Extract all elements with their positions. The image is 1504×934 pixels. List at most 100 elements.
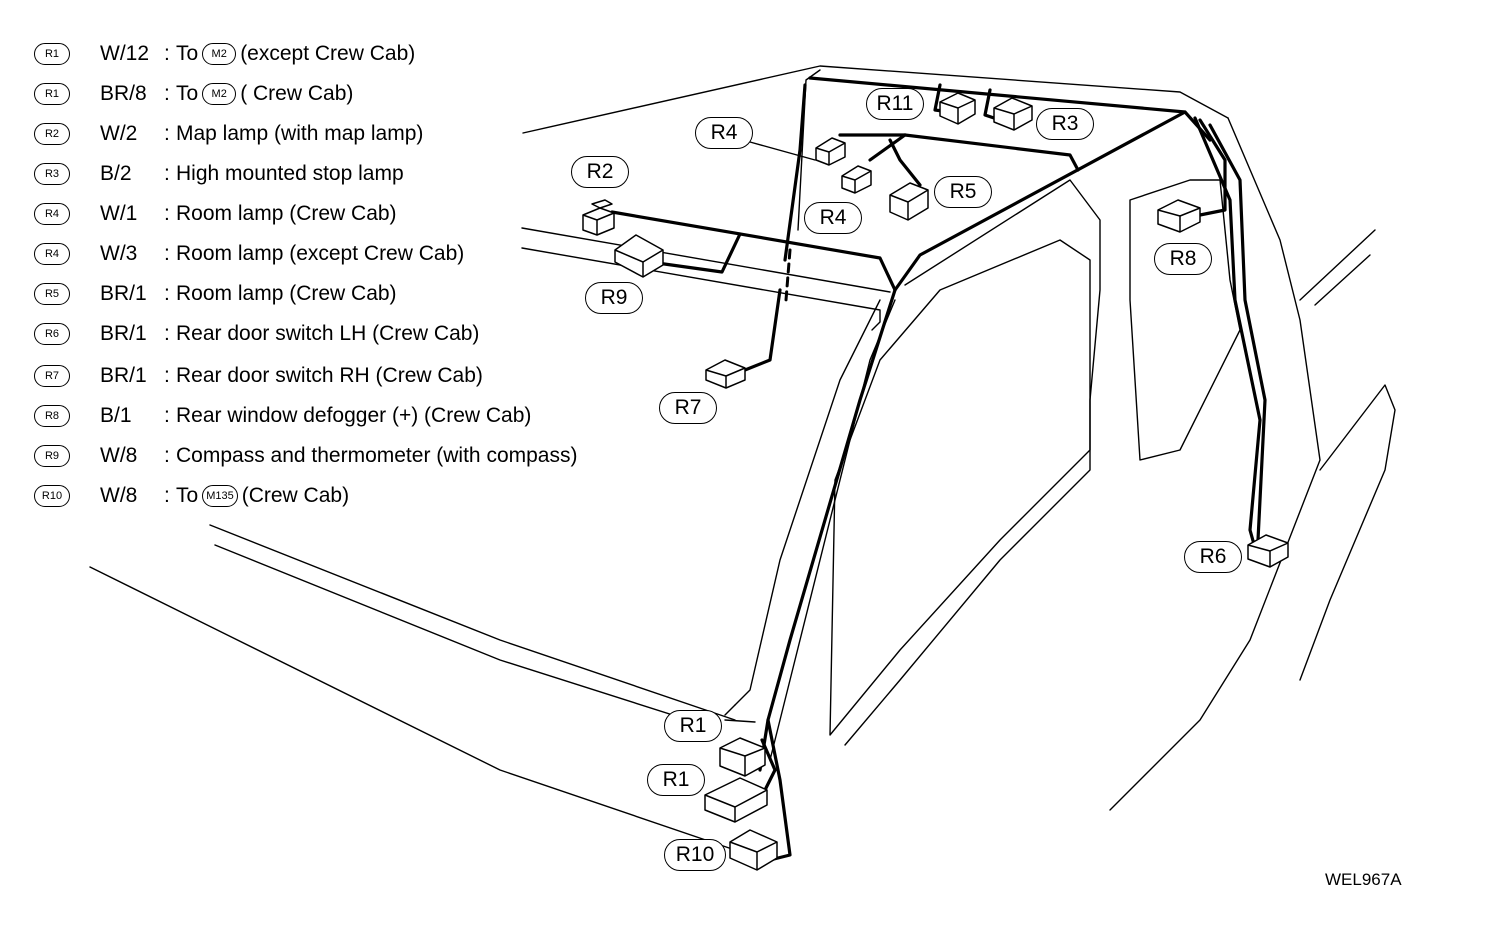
hood-line-2 bbox=[209, 524, 736, 721]
callout-r9: R9 bbox=[585, 282, 643, 314]
connector-description: Map lamp (with map lamp) bbox=[176, 122, 423, 146]
description-suffix: ( Crew Cab) bbox=[240, 82, 354, 105]
reference-connector-badge: M135 bbox=[202, 485, 238, 507]
connector-r3 bbox=[993, 97, 1033, 131]
reference-connector-badge: M2 bbox=[202, 43, 237, 65]
hood-line-1 bbox=[89, 566, 736, 851]
wire-code: B/1 bbox=[100, 404, 132, 427]
separator: : bbox=[164, 162, 170, 185]
description-text: To bbox=[176, 82, 199, 105]
connector-badge: R1 bbox=[34, 83, 70, 105]
wire-code: B/2 bbox=[100, 162, 132, 185]
a-pillar-outer bbox=[734, 299, 881, 706]
description-suffix: (Crew Cab) bbox=[241, 484, 350, 507]
wire-code: W/2 bbox=[100, 122, 138, 145]
description-text: Room lamp (Crew Cab) bbox=[176, 202, 397, 225]
harness-r9-branch bbox=[648, 232, 742, 274]
harness-cross bbox=[893, 110, 1187, 292]
connector-r9 bbox=[614, 234, 664, 278]
bed-side bbox=[1299, 384, 1396, 681]
harness-front-header bbox=[610, 210, 897, 292]
connector-r7 bbox=[705, 359, 746, 389]
description-text: Rear door switch RH (Crew Cab) bbox=[176, 364, 483, 387]
connector-r1b bbox=[704, 777, 768, 823]
separator: : bbox=[164, 282, 170, 305]
connector-description: High mounted stop lamp bbox=[176, 162, 404, 186]
separator: : bbox=[164, 122, 170, 145]
legend-row: R5 BR/1: Room lamp (Crew Cab) bbox=[34, 276, 397, 312]
connector-r5 bbox=[889, 182, 929, 221]
connector-badge: R5 bbox=[34, 283, 70, 305]
callout-r7: R7 bbox=[659, 392, 717, 424]
harness-r7-branch bbox=[738, 288, 782, 374]
connector-badge: R9 bbox=[34, 445, 70, 467]
callout-r4-top: R4 bbox=[695, 117, 753, 149]
r1-leader bbox=[724, 719, 756, 723]
callout-r1-upper: R1 bbox=[664, 710, 722, 742]
callout-r5: R5 bbox=[934, 176, 992, 208]
harness-lower-a bbox=[766, 718, 792, 862]
callout-r3: R3 bbox=[1036, 108, 1094, 140]
connector-r11 bbox=[939, 92, 976, 125]
wire-code: BR/8 bbox=[100, 82, 147, 105]
wire-code: W/1 bbox=[100, 202, 138, 225]
legend-row: R3 B/2: High mounted stop lamp bbox=[34, 156, 404, 192]
callout-r6: R6 bbox=[1184, 541, 1242, 573]
callout-r11: R11 bbox=[866, 88, 924, 120]
separator: : bbox=[164, 404, 170, 427]
harness-r4b-branch bbox=[868, 133, 907, 162]
harness-r4-loop bbox=[838, 133, 1080, 172]
connector-description: Compass and thermometer (with compass) bbox=[176, 444, 577, 468]
legend-row: R8 B/1: Rear window defogger (+) (Crew Cab… bbox=[34, 398, 531, 434]
connector-badge: R6 bbox=[34, 323, 70, 345]
connector-badge: R2 bbox=[34, 123, 70, 145]
connector-description: Rear window defogger (+) (Crew Cab) bbox=[176, 404, 531, 428]
callout-r8: R8 bbox=[1154, 243, 1212, 275]
connector-r2 bbox=[582, 199, 615, 236]
wire-code: BR/1 bbox=[100, 364, 147, 387]
windshield-top bbox=[521, 227, 891, 293]
connector-description: Room lamp (Crew Cab) bbox=[176, 202, 397, 226]
connector-description: Room lamp (Crew Cab) bbox=[176, 282, 397, 306]
connector-badge: R10 bbox=[34, 485, 70, 507]
description-text: High mounted stop lamp bbox=[176, 162, 404, 185]
connector-description: Room lamp (except Crew Cab) bbox=[176, 242, 464, 266]
door-window bbox=[829, 239, 1091, 736]
bed-line-2 bbox=[1314, 254, 1371, 306]
description-text: Room lamp (except Crew Cab) bbox=[176, 242, 465, 265]
connector-badge: R4 bbox=[34, 243, 70, 265]
callout-r10: R10 bbox=[664, 839, 726, 871]
separator: : bbox=[164, 484, 170, 507]
reference-connector-badge: M2 bbox=[202, 83, 237, 105]
connector-badge: R4 bbox=[34, 203, 70, 225]
description-text: Map lamp (with map lamp) bbox=[176, 122, 424, 145]
connector-description: Rear door switch LH (Crew Cab) bbox=[176, 322, 479, 346]
legend-row: R2 W/2: Map lamp (with map lamp) bbox=[34, 116, 423, 152]
description-text: To bbox=[176, 42, 199, 65]
rear-pillar bbox=[1109, 117, 1321, 811]
separator: : bbox=[164, 202, 170, 225]
connector-description: Rear door switch RH (Crew Cab) bbox=[176, 364, 483, 388]
harness-roof-side bbox=[783, 83, 807, 262]
figure-code: WEL967A bbox=[1325, 870, 1402, 889]
legend-row: R4 W/1: Room lamp (Crew Cab) bbox=[34, 196, 397, 232]
description-text: Room lamp (Crew Cab) bbox=[176, 282, 397, 305]
callout-r2: R2 bbox=[571, 156, 629, 188]
connector-badge: R3 bbox=[34, 163, 70, 185]
description-suffix: (except Crew Cab) bbox=[240, 42, 416, 65]
connector-badge: R7 bbox=[34, 365, 70, 387]
harness-r8-branch bbox=[1198, 118, 1227, 217]
bed-line-1 bbox=[1299, 229, 1376, 301]
connector-r10 bbox=[729, 829, 778, 871]
connector-badge: R8 bbox=[34, 405, 70, 427]
wire-code: BR/1 bbox=[100, 322, 147, 345]
wire-code: BR/1 bbox=[100, 282, 147, 305]
roof-inner-line bbox=[797, 69, 821, 231]
